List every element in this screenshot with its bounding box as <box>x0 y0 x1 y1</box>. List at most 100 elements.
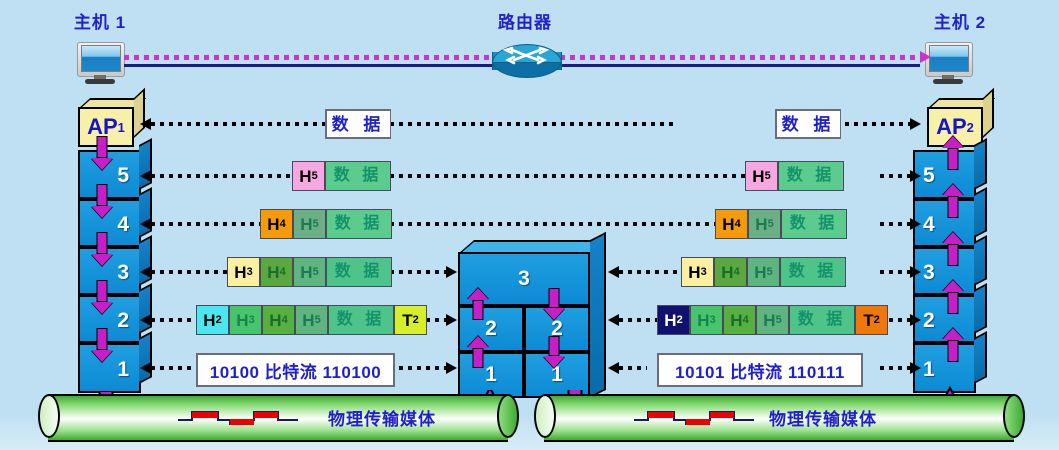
packet-field-data: 数 据 <box>325 161 391 191</box>
host1-monitor-icon <box>77 42 125 84</box>
media-left-square-wave-icon <box>178 411 298 425</box>
field-subscript: 3 <box>246 265 253 278</box>
host2-flow-arrow-4-5 <box>939 184 967 218</box>
router-flow-arrow-up-1-2 <box>464 336 492 368</box>
host2-layer-2[interactable]: 2 <box>913 283 987 343</box>
host1-layer-4-number: 4 <box>117 213 129 236</box>
ap-label-sub: 2 <box>966 119 974 135</box>
host2-layer-5-number: 5 <box>923 164 935 187</box>
peer-line-1-right <box>880 366 910 370</box>
packet-field-data: 数 据 <box>326 209 392 239</box>
host2-layer-5[interactable]: 5 <box>913 138 987 199</box>
host1-layer-4[interactable]: 4 <box>78 187 152 247</box>
field-letter: H <box>267 214 280 234</box>
host1-flow-arrow-4-3 <box>88 232 116 266</box>
peer-line-4-mid <box>390 222 715 226</box>
peer-line-3-left <box>151 270 227 274</box>
field-subscript: 2 <box>676 313 683 326</box>
host1-layer-3-number: 3 <box>117 261 129 284</box>
packet-field-data: 数 据 <box>775 109 841 139</box>
field-letter: H <box>754 262 767 282</box>
media-cap-right <box>1003 394 1025 438</box>
monitor-neck <box>94 75 106 80</box>
packet-field-data: 数 据 <box>781 209 847 239</box>
packet-field-data: 数 据 <box>778 161 844 191</box>
field-subscript: 2 <box>873 313 880 326</box>
field-subscript: 4 <box>734 217 741 230</box>
field-subscript: 3 <box>709 313 716 326</box>
packet-field-data: 数 据 <box>789 305 855 335</box>
layer-side-face <box>139 331 152 384</box>
field-subscript: 5 <box>766 265 773 278</box>
ap-label-sub: 1 <box>117 119 125 135</box>
media-right-square-wave-icon <box>634 411 754 425</box>
left-packet-application-data: 数 据 <box>325 109 391 139</box>
field-letter: H <box>299 166 312 186</box>
field-letter: H <box>752 166 765 186</box>
host2-layer-4-number: 4 <box>923 213 935 236</box>
field-subscript: 5 <box>312 217 319 230</box>
field-letter: H <box>755 214 768 234</box>
peer-arrow-router-out-3 <box>608 266 619 278</box>
left-bitstream-box: 10100 比特流 110100 <box>196 353 395 387</box>
host1-flow-arrow-3-2 <box>88 280 116 314</box>
field-letter: H <box>236 310 249 330</box>
media-right: 物理传输媒体 <box>534 394 1025 442</box>
host1-layer-1-number: 1 <box>117 358 129 381</box>
packet-field-data: 数 据 <box>780 257 846 287</box>
host1-title: 主机 1 <box>73 13 127 32</box>
peer-line-2-left <box>151 318 196 322</box>
media-right-label: 物理传输媒体 <box>769 410 877 429</box>
peer-line-ap-right <box>845 122 910 126</box>
host1-layer-2-number: 2 <box>117 309 129 332</box>
link-arrowhead-right <box>920 51 931 63</box>
host2-layer-1[interactable]: 1 <box>913 331 987 393</box>
router-stack-side-face <box>590 231 606 398</box>
host2-flow-arrow-3-4 <box>939 232 967 266</box>
layer-side-face <box>974 235 987 286</box>
peer-line-4-left <box>151 222 260 226</box>
peer-line-5-left <box>151 174 292 178</box>
host1-layer-5-number: 5 <box>117 164 129 187</box>
host2-layer-1-number: 1 <box>923 358 935 381</box>
host2-layer-3-number: 3 <box>923 261 935 284</box>
field-subscript: 2 <box>412 313 419 326</box>
host1-flow-arrow-5-4 <box>88 184 116 218</box>
host2-flow-arrow-5-ap <box>939 136 967 170</box>
peer-line-3-right <box>880 270 910 274</box>
field-letter: T <box>402 310 413 330</box>
peer-arrow-left-2 <box>140 314 151 326</box>
field-letter: H <box>203 310 216 330</box>
host1-layer-1[interactable]: 1 <box>78 331 152 393</box>
peer-arrow-left-1 <box>140 362 151 374</box>
peer-line-1-left <box>151 366 193 370</box>
field-subscript: 4 <box>279 265 286 278</box>
peer-line-5-mid <box>390 174 745 178</box>
peer-line-1-to-router <box>390 366 446 370</box>
packet-field-data: 数 据 <box>325 109 391 139</box>
field-letter: H <box>234 262 247 282</box>
peer-arrow-right-2 <box>910 314 921 326</box>
field-letter: H <box>664 310 677 330</box>
logical-link-dotted-left <box>124 55 500 60</box>
peer-arrow-router-out-2 <box>608 314 619 326</box>
field-subscript: 4 <box>742 313 749 326</box>
host2-layer-3[interactable]: 3 <box>913 235 987 295</box>
monitor-base <box>933 79 963 84</box>
field-subscript: 5 <box>767 217 774 230</box>
host2-monitor-icon <box>925 42 973 84</box>
